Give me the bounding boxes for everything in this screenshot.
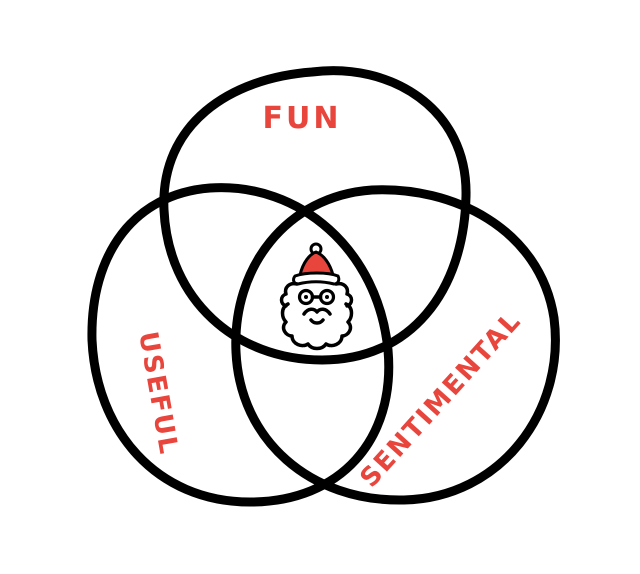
santa-beard [280,302,354,351]
santa-mustache [302,307,332,316]
santa-face-icon [279,242,354,351]
santa-hat [298,250,335,277]
santa-eye-right [325,295,329,299]
circle-useful [87,183,394,507]
santa-eye-left [304,295,308,299]
santa-hair-right [334,281,354,308]
set-label-useful: USEFUL [132,329,183,457]
santa-hat-brim [292,271,341,286]
set-label-fun: FUN [263,101,342,136]
santa-hair-left [279,281,299,308]
circle-sentimental [231,185,560,505]
circle-fun [159,66,471,365]
santa-mouth [309,318,325,325]
